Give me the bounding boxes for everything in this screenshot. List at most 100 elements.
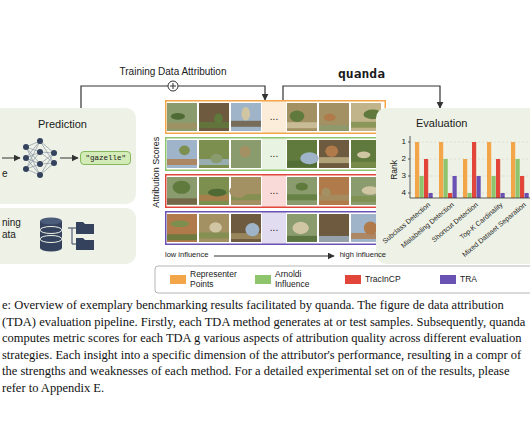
image-tile: [167, 123, 197, 129]
rank-bar: [492, 176, 496, 198]
ellipsis: ...: [270, 222, 278, 234]
image-tile: [240, 146, 251, 158]
axis-end-label: high influence: [340, 251, 386, 260]
image-tile: [319, 125, 349, 131]
edge-label: Training Data Attribution: [118, 66, 229, 78]
image-tile: [325, 145, 338, 156]
rank-bar: [468, 193, 472, 198]
rank-bar: [444, 159, 448, 198]
database-icon: [40, 227, 62, 234]
rank-bar: [472, 142, 476, 198]
chart-axis: [410, 136, 530, 198]
image-tile: [208, 189, 226, 197]
ellipsis: ...: [270, 148, 278, 160]
legend-swatch: [440, 275, 456, 284]
figure-caption: e: Overview of exemplary benchmarking re…: [2, 297, 526, 396]
merge-symbol: [168, 81, 178, 91]
image-tile: [319, 140, 349, 168]
image-tile: [319, 157, 349, 163]
rank-bar: [420, 176, 424, 198]
legend-entry: TracInCP: [345, 266, 401, 293]
illustration: [0, 208, 136, 264]
axis-title: Rank: [390, 160, 400, 180]
panel-heading: Evaluation: [416, 117, 467, 130]
image-tile: [357, 151, 370, 158]
class-text: "gazelle": [85, 154, 126, 163]
image-tile: [167, 214, 197, 242]
rank-bar: [477, 176, 481, 198]
panel-heading: Prediction: [38, 118, 87, 131]
network-neuron: [23, 155, 29, 161]
output-arrow: [60, 158, 78, 159]
network-neuron: [37, 172, 43, 178]
image-tile: [287, 236, 317, 242]
image-tile: [287, 194, 317, 200]
image-tile: [296, 183, 308, 191]
legend-swatch: [345, 275, 361, 284]
rank-bar: [511, 142, 515, 198]
influence-arrow: [214, 256, 334, 257]
ellipsis-cell: [262, 137, 286, 171]
rank-bar: [501, 193, 505, 198]
network-neuron: [37, 149, 43, 155]
prediction-panel: "gazelle" Prediction: [0, 108, 136, 204]
image-tile: [319, 214, 349, 242]
folder-icon: [76, 238, 94, 250]
image-tile: [199, 177, 229, 205]
legend-text: Representer Points: [190, 270, 244, 289]
image-tile: [170, 220, 189, 227]
evaluation-panel: Evaluation: [376, 108, 530, 264]
image-tile: [231, 161, 261, 167]
network-neuron: [51, 160, 57, 166]
network-neuron: [37, 161, 43, 167]
ellipsis-cell: [262, 100, 286, 134]
tick-label: 2: [402, 154, 406, 163]
axis-end-label: low influence: [165, 251, 208, 260]
ellipsis: ...: [270, 185, 278, 197]
image-tile: [319, 236, 349, 242]
image-tile: [199, 233, 229, 239]
row-outline: [166, 212, 386, 245]
image-tile: [290, 111, 305, 122]
row-outline: [166, 138, 386, 171]
axis-title: Attribution Scores: [152, 137, 162, 208]
image-tile: [231, 121, 261, 127]
legend-box: [155, 266, 530, 293]
tick-label: 4: [402, 188, 406, 197]
database-icon: [40, 245, 62, 252]
image-tile: [214, 114, 223, 124]
rank-bar: [516, 159, 520, 198]
image-tile: [199, 122, 229, 128]
image-tile: [319, 177, 349, 205]
image-tile: [287, 214, 317, 242]
panel-heading: ning ata: [2, 217, 30, 241]
rank-bar: [424, 159, 428, 198]
image-tile: [241, 107, 250, 121]
image-tile: [167, 103, 197, 131]
class-label: "gazelle": [80, 151, 131, 166]
image-tile: [324, 114, 336, 121]
rank-bar: [496, 159, 500, 198]
rank-bar: [439, 142, 443, 198]
ellipsis-cell: [262, 211, 286, 245]
tool-name: quanda: [336, 67, 387, 82]
database-icon: [40, 236, 62, 243]
image-tile: [209, 222, 222, 232]
rank-bar: [415, 142, 419, 198]
folder-icon: [76, 222, 94, 234]
image-tile: [229, 185, 247, 198]
image-tile: [199, 140, 229, 168]
training-data-panel: ning ata: [0, 208, 136, 264]
image-tile: [210, 154, 222, 164]
image-tile: [292, 222, 308, 234]
image-tile: [335, 221, 344, 235]
rank-bar: [453, 176, 457, 198]
tick-label: 3: [402, 171, 406, 180]
image-tile: [287, 177, 317, 205]
image-tile: [231, 140, 261, 168]
legend-swatch: [255, 275, 271, 284]
network-neuron: [23, 166, 29, 172]
image-tile: [287, 122, 317, 128]
image-tile: [300, 152, 318, 164]
input-arrow: [2, 158, 20, 159]
